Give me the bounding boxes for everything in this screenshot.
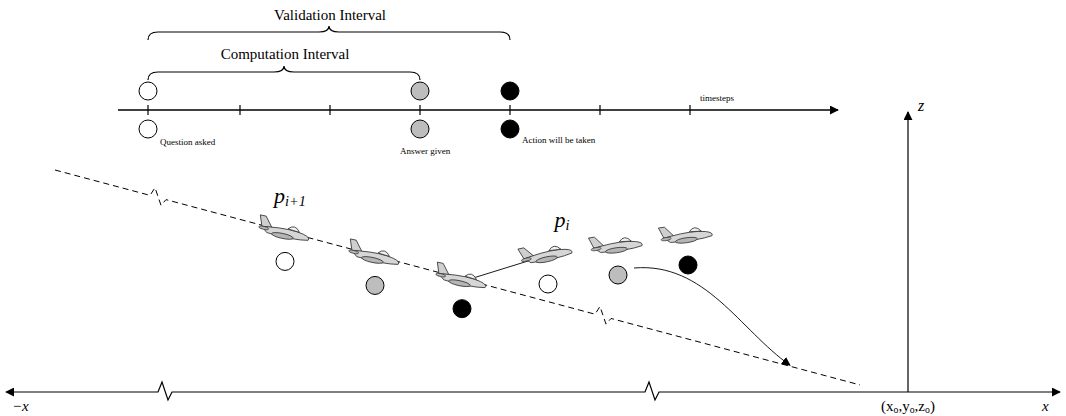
timestep-marker: [139, 82, 157, 100]
timestep-marker: [501, 82, 519, 100]
timestep-marker: [501, 120, 519, 138]
airplane: [256, 215, 311, 244]
airplane-fuselage: [524, 247, 573, 265]
timestep-tick: [329, 105, 330, 115]
airplane: [588, 231, 642, 257]
airplane-canopy: [288, 226, 301, 233]
z-axis: [907, 112, 908, 392]
airplane-stabilizer: [591, 247, 601, 251]
airplane-stabilizer: [521, 257, 531, 262]
timeline: [118, 82, 838, 138]
state-marker: [276, 252, 294, 270]
airplane-stabilizer: [661, 237, 671, 241]
timestep-tick: [419, 105, 420, 115]
timestep-marker: [411, 120, 429, 138]
origin-label: (xo,yo,zo): [881, 398, 935, 415]
airplane-fuselage: [664, 229, 713, 244]
state-marker: [679, 256, 697, 274]
state-marker: [366, 276, 384, 294]
timestep-tick: [239, 105, 240, 115]
airplane: [658, 221, 712, 247]
interval-label: Computation Interval: [221, 46, 350, 63]
airplane: [433, 262, 488, 291]
position-label: pi+1: [274, 184, 306, 208]
timestep-marker: [139, 120, 157, 138]
airplane: [518, 238, 573, 267]
airplane-wing: [675, 236, 697, 244]
airplane-fuselage: [351, 248, 400, 266]
timestep-tick: [147, 105, 148, 115]
airplane-fuselage: [438, 271, 487, 289]
interval-label: Validation Interval: [274, 7, 386, 24]
timestep-marker: [411, 82, 429, 100]
state-marker: [609, 266, 627, 284]
validation-brace: [148, 26, 510, 40]
airplane-wing: [448, 278, 471, 287]
airplane-canopy: [548, 245, 561, 252]
climb-path: [470, 261, 528, 279]
axis-label: x: [1042, 398, 1049, 415]
airplane-wing: [361, 255, 384, 264]
airplane-fuselage: [594, 239, 643, 254]
airplane-wing: [605, 246, 627, 254]
timestep-tick: [689, 105, 690, 115]
timestep-tick: [509, 105, 510, 115]
axis-label: −x: [12, 398, 29, 415]
event-label: Answer given: [400, 147, 450, 157]
x-axis: [6, 382, 1060, 400]
airplane-canopy: [619, 237, 631, 243]
timestep-tick: [599, 105, 600, 115]
event-label: Action will be taken: [522, 136, 595, 146]
airplane-stabilizer: [258, 225, 268, 230]
airplane-stabilizer: [435, 273, 445, 278]
event-label: Question asked: [160, 138, 215, 148]
airplane-canopy: [378, 250, 391, 257]
airplane-wing: [535, 255, 558, 264]
computation-brace: [148, 66, 420, 80]
position-label: pi: [555, 208, 570, 232]
airplane-wing: [271, 231, 294, 240]
timeline-axis: [118, 109, 838, 110]
glide-path: [55, 170, 860, 385]
return-arc: [634, 268, 790, 366]
airplane-canopy: [465, 273, 478, 280]
airplane-stabilizer: [348, 249, 358, 254]
airplane-fuselage: [261, 224, 310, 242]
airplane-canopy: [689, 227, 701, 233]
state-marker: [539, 275, 557, 293]
axis-label: z: [918, 97, 924, 115]
airplane: [346, 239, 401, 268]
axis-label: timesteps: [700, 94, 734, 104]
state-marker: [453, 300, 471, 318]
